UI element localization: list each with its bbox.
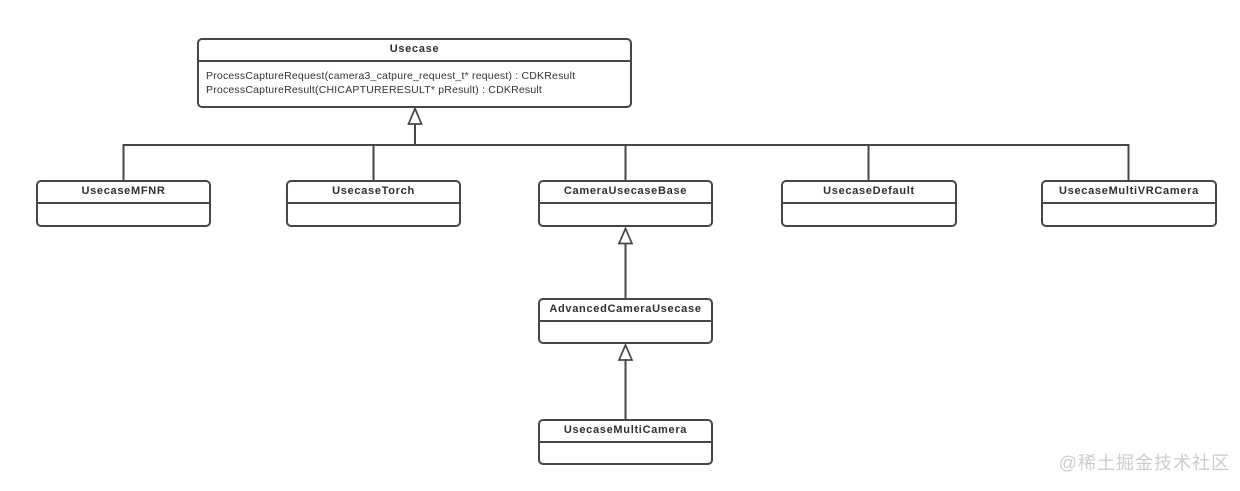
class-box-camera-usecase-base: CameraUsecaseBase bbox=[538, 180, 713, 227]
class-name-camera-usecase-base: CameraUsecaseBase bbox=[540, 182, 711, 204]
inheritance-arrowhead-usecase bbox=[407, 106, 423, 125]
class-name-usecase-torch: UsecaseTorch bbox=[288, 182, 459, 204]
method-process-capture-result: ProcessCaptureResult(CHICAPTURERESULT* p… bbox=[206, 83, 543, 96]
class-box-usecase-multi-camera: UsecaseMultiCamera bbox=[538, 419, 713, 465]
class-name-usecase-multi-camera: UsecaseMultiCamera bbox=[540, 421, 711, 443]
class-box-usecase-multi-vr-camera: UsecaseMultiVRCamera bbox=[1041, 180, 1217, 227]
inheritance-arrowhead-advanced-camera-usecase bbox=[617, 342, 634, 361]
class-box-usecase-torch: UsecaseTorch bbox=[286, 180, 461, 227]
method-process-capture-request: ProcessCaptureRequest(camera3_catpure_re… bbox=[206, 70, 576, 82]
class-box-advanced-camera-usecase: AdvancedCameraUsecase bbox=[538, 298, 713, 344]
juejin-watermark: @稀土掘金技术社区 bbox=[1058, 453, 1230, 473]
class-name-usecase-multi-vr-camera: UsecaseMultiVRCamera bbox=[1043, 182, 1215, 204]
class-empty-compartment bbox=[540, 322, 711, 342]
class-empty-compartment bbox=[288, 204, 459, 225]
class-box-usecase-default: UsecaseDefault bbox=[781, 180, 957, 227]
class-empty-compartment bbox=[783, 204, 955, 225]
class-name-usecase: Usecase bbox=[199, 40, 630, 62]
class-empty-compartment bbox=[1043, 204, 1215, 225]
class-box-usecase-mfnr: UsecaseMFNR bbox=[36, 180, 211, 227]
class-name-usecase-default: UsecaseDefault bbox=[783, 182, 955, 204]
inheritance-arrowhead-camera-usecase-base bbox=[617, 226, 634, 245]
class-empty-compartment bbox=[540, 443, 711, 463]
class-name-usecase-mfnr: UsecaseMFNR bbox=[38, 182, 209, 204]
class-empty-compartment bbox=[540, 204, 711, 225]
class-box-usecase: Usecase ProcessCaptureRequest(camera3_ca… bbox=[197, 38, 632, 108]
class-methods-compartment: ProcessCaptureRequest(camera3_catpure_re… bbox=[199, 62, 630, 106]
class-empty-compartment bbox=[38, 204, 209, 225]
class-name-advanced-camera-usecase: AdvancedCameraUsecase bbox=[540, 300, 711, 322]
